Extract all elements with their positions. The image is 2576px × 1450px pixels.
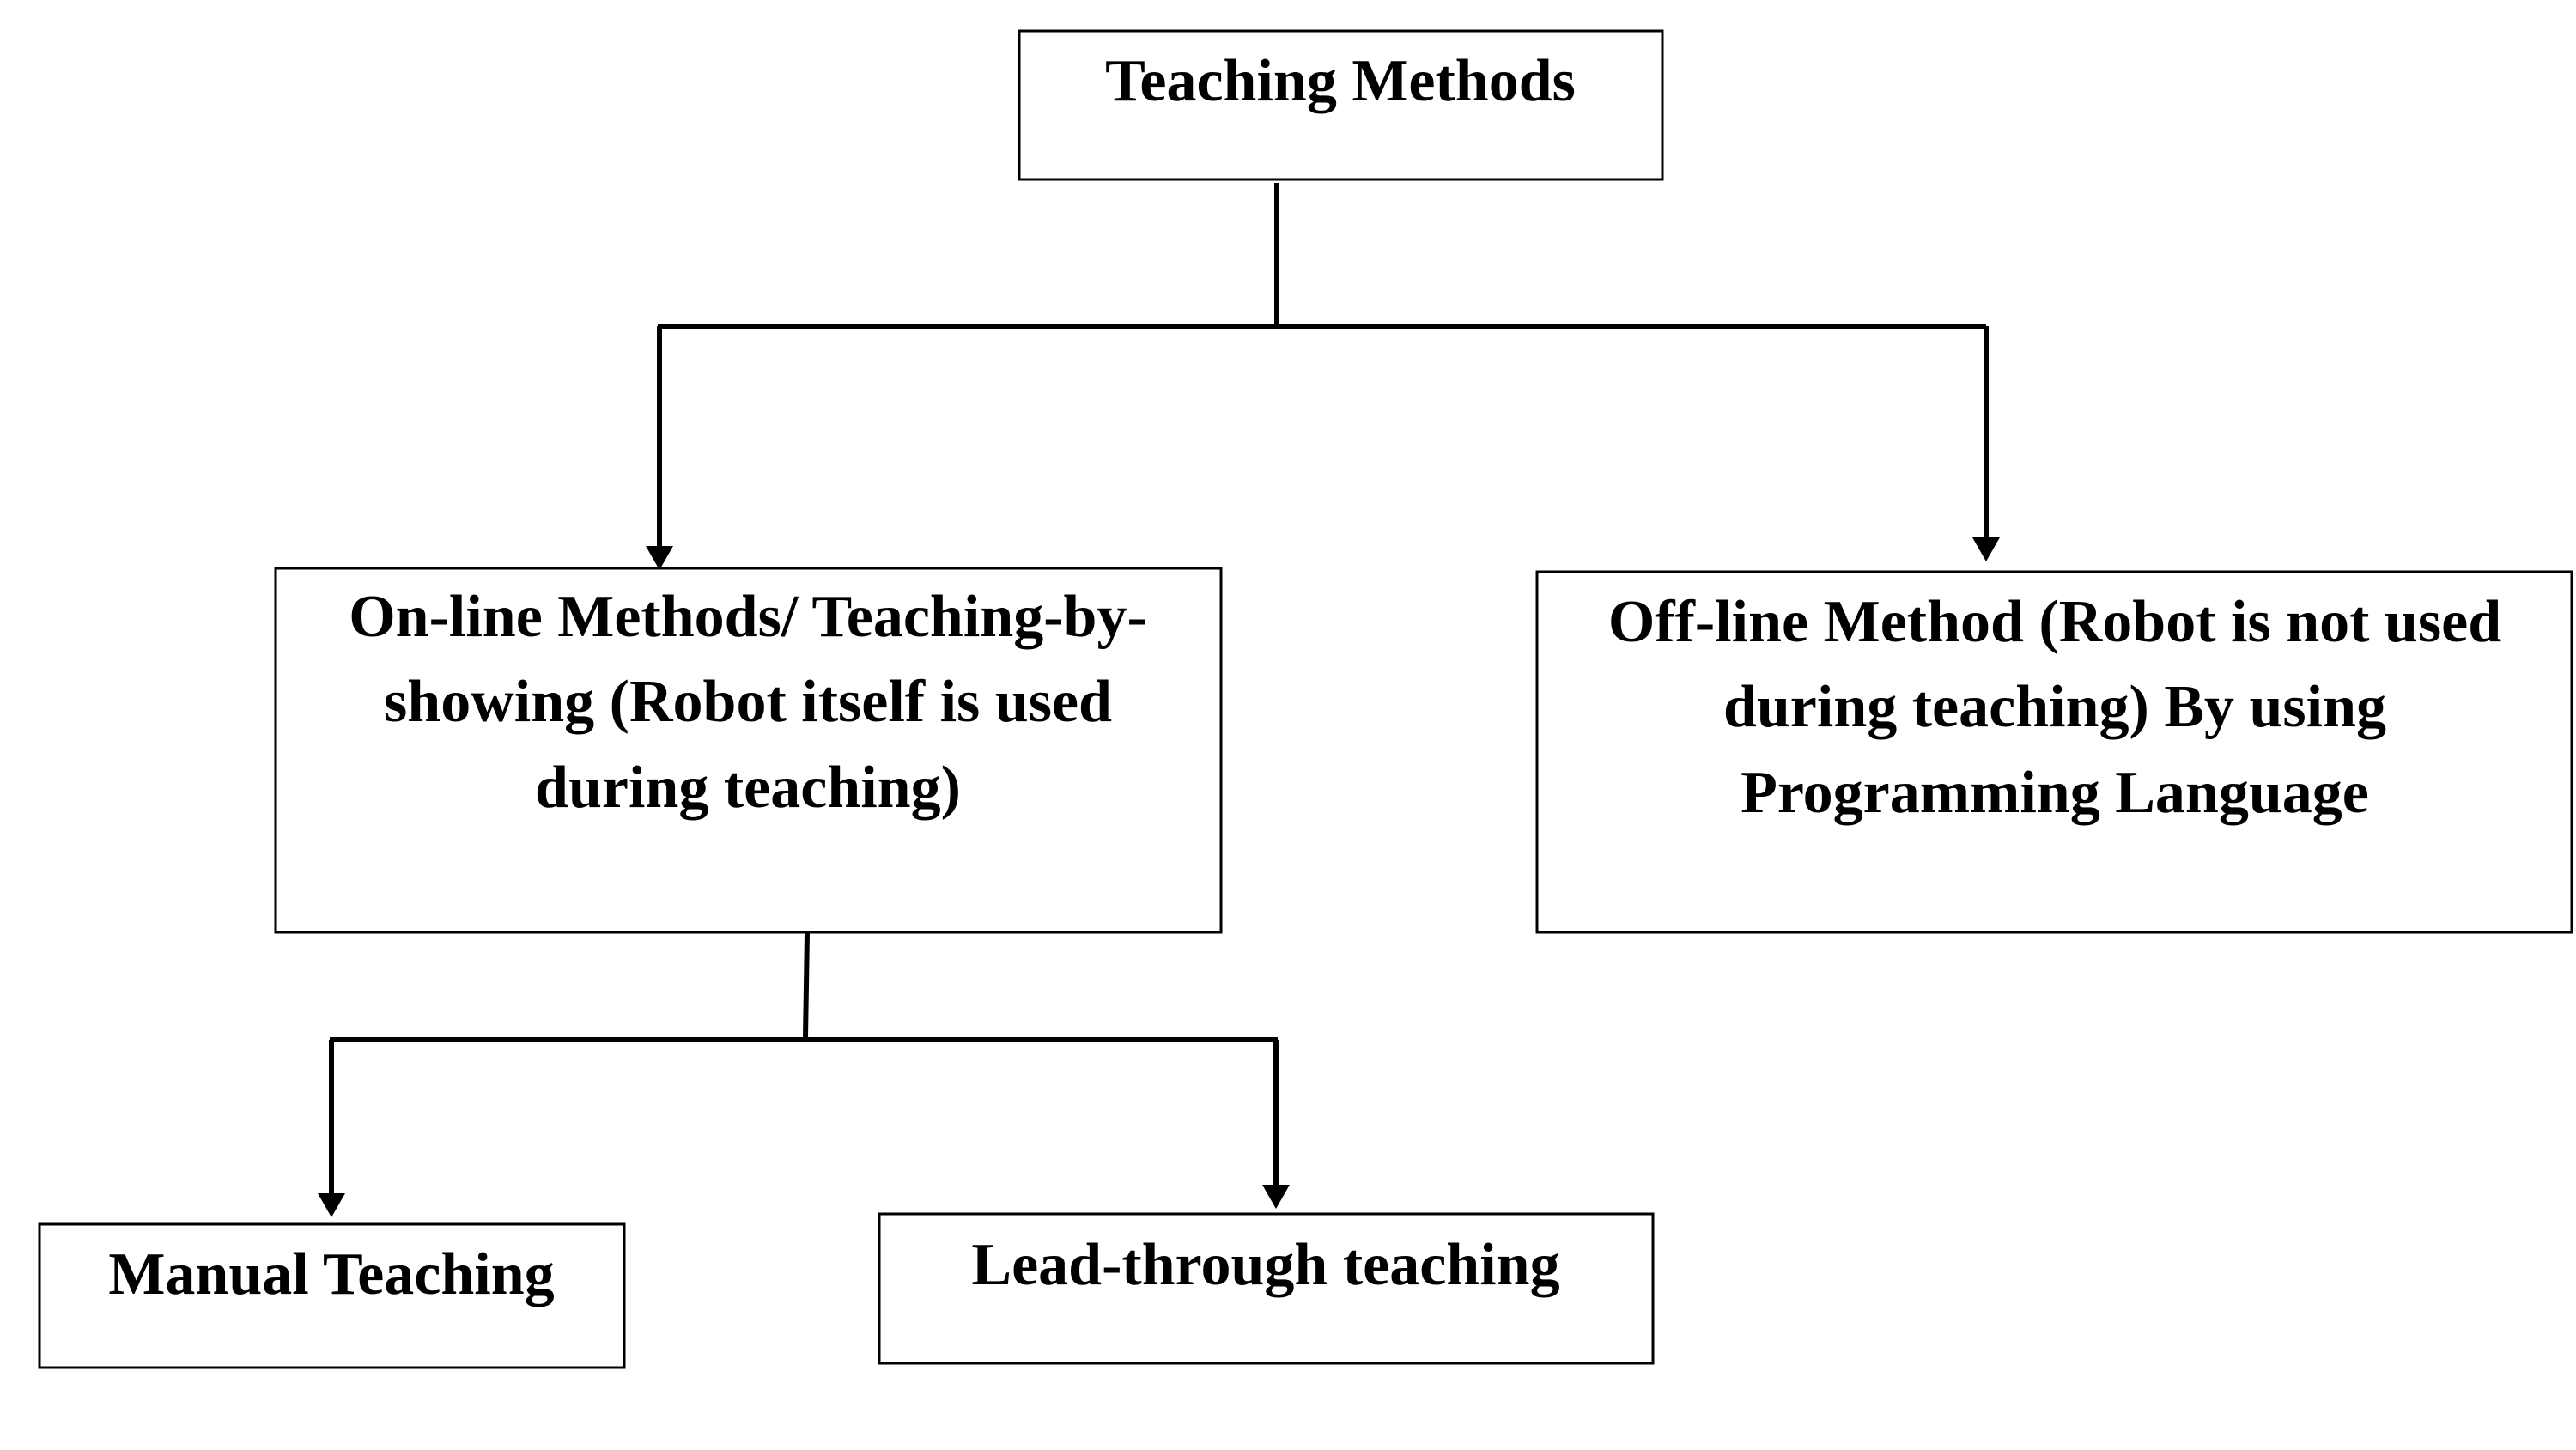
- node-online-methods: On-line Methods/ Teaching-by- showing (R…: [274, 567, 1223, 934]
- node-manual-teaching-label: Manual Teaching: [108, 1241, 554, 1307]
- node-offline-method-line-3: Programming Language: [1741, 760, 2369, 826]
- node-manual-teaching-box: [38, 1222, 626, 1369]
- node-offline-method-line-1: Off-line Method (Robot is not used: [1608, 589, 2501, 655]
- node-online-methods-line-1: On-line Methods/ Teaching-by-: [349, 584, 1147, 650]
- arrowhead-to-manual: [318, 1193, 345, 1217]
- node-teaching-methods: Teaching Methods: [1018, 29, 1664, 181]
- arrowhead-to-online: [646, 546, 673, 570]
- node-lead-through-teaching: Lead-through teaching: [878, 1212, 1655, 1365]
- connector-online-stem: [803, 932, 810, 1038]
- node-lead-through-teaching-label: Lead-through teaching: [971, 1232, 1559, 1298]
- node-offline-method-line-2: during teaching) By using: [1723, 674, 2386, 740]
- node-teaching-methods-box: [1018, 29, 1664, 181]
- node-offline-method-box: [1535, 570, 2573, 934]
- node-offline-method: Off-line Method (Robot is not used durin…: [1535, 570, 2573, 934]
- node-lead-through-teaching-box: [878, 1212, 1655, 1365]
- node-online-methods-box: [274, 567, 1223, 934]
- node-manual-teaching: Manual Teaching: [38, 1222, 626, 1369]
- node-online-methods-line-2: showing (Robot itself is used: [384, 669, 1112, 735]
- node-online-methods-line-3: during teaching): [535, 755, 961, 821]
- arrowhead-to-offline: [1972, 537, 2000, 561]
- arrowhead-to-lead: [1262, 1185, 1290, 1209]
- node-teaching-methods-label: Teaching Methods: [1105, 48, 1576, 114]
